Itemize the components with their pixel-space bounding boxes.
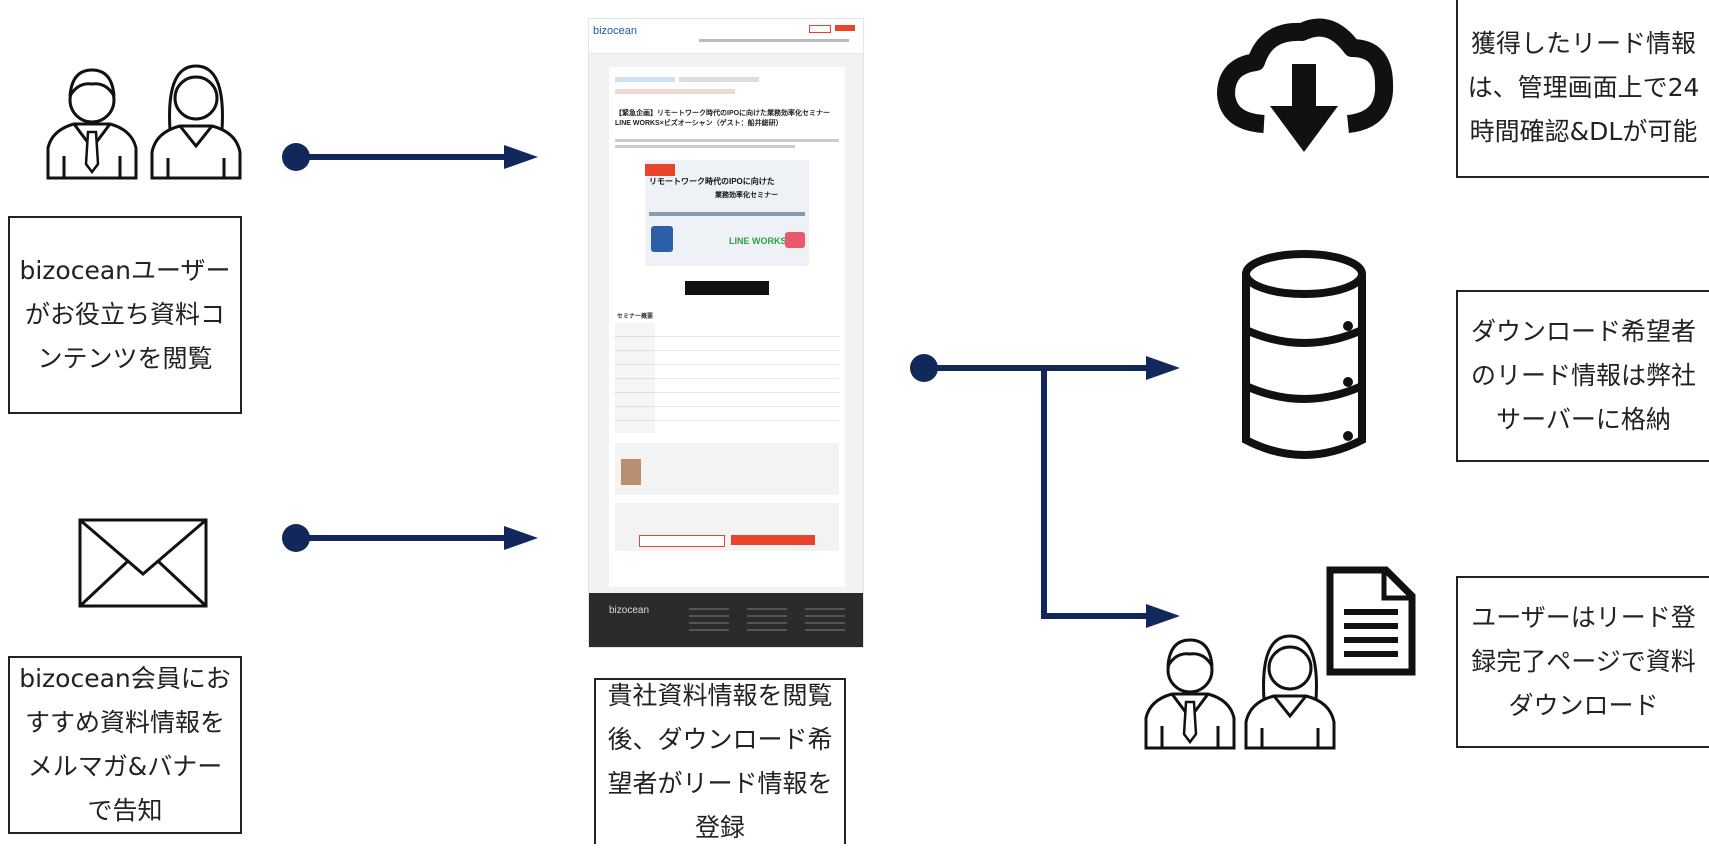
document-icon [1326, 566, 1416, 676]
footer-logo: bizocean [609, 605, 650, 616]
banner-line1: リモートワーク時代のIPOに向けた [649, 177, 775, 186]
user-pair-icon [46, 64, 242, 180]
cloud-download-icon [1217, 18, 1394, 152]
banner-line2: 業務効率化セミナー [715, 192, 778, 199]
section-title: セミナー概要 [617, 314, 654, 320]
envelope-icon [78, 518, 208, 608]
box-manage-text: 獲得したリード情報は、管理画面上で24時間確認&DLが可能 [1467, 29, 1700, 146]
page-footer: bizocean [589, 593, 863, 647]
arrow-user-to-page [282, 143, 538, 171]
box-user-browse: bizoceanユーザーがお役立ち資料コンテンツを閲覧 [8, 216, 242, 414]
arrow-newsletter-to-page [282, 524, 538, 552]
content-card: 【緊急企画】リモートワーク時代のIPOに向けた業務効率化セミナー LINE WO… [609, 67, 845, 587]
box-register: 貴社資料情報を閲覧後、ダウンロード希望者がリード情報を登録 [594, 678, 846, 844]
web-page-thumbnail: bizocean 【緊急企画】リモートワーク時代のIPOに向けた業務効率化セミナ… [588, 18, 864, 648]
user-pair-icon-right [1144, 634, 1336, 750]
banner-brand: LINE WORKS [729, 236, 787, 246]
box-storage-text: ダウンロード希望者のリード情報は弊社サーバーに格納 [1470, 317, 1696, 434]
box-user-browse-text: bizoceanユーザーがお役立ち資料コンテンツを閲覧 [19, 256, 231, 373]
seminar-banner: リモートワーク時代のIPOに向けた 業務効率化セミナー LINE WORKS [645, 160, 809, 266]
box-download-text: ユーザーはリード登録完了ページで資料ダウンロード [1471, 603, 1696, 720]
apply-button[interactable] [685, 281, 769, 295]
box-download: ユーザーはリード登録完了ページで資料ダウンロード [1456, 576, 1709, 748]
database-icon [1242, 250, 1366, 459]
box-newsletter-text: bizocean会員におすすめ資料情報をメルマガ&バナーで告知 [19, 664, 231, 825]
box-newsletter: bizocean会員におすすめ資料情報をメルマガ&バナーで告知 [8, 656, 242, 834]
box-storage: ダウンロード希望者のリード情報は弊社サーバーに格納 [1456, 290, 1709, 462]
site-logo: bizocean [593, 25, 638, 37]
page-title: 【緊急企画】リモートワーク時代のIPOに向けた業務効率化セミナー LINE WO… [615, 110, 831, 127]
box-manage: 獲得したリード情報は、管理画面上で24時間確認&DLが可能 [1456, 0, 1709, 178]
box-register-text: 貴社資料情報を閲覧後、ダウンロード希望者がリード情報を登録 [607, 681, 833, 842]
arrow-register-branch [910, 354, 1180, 628]
page-header: bizocean [589, 19, 863, 54]
